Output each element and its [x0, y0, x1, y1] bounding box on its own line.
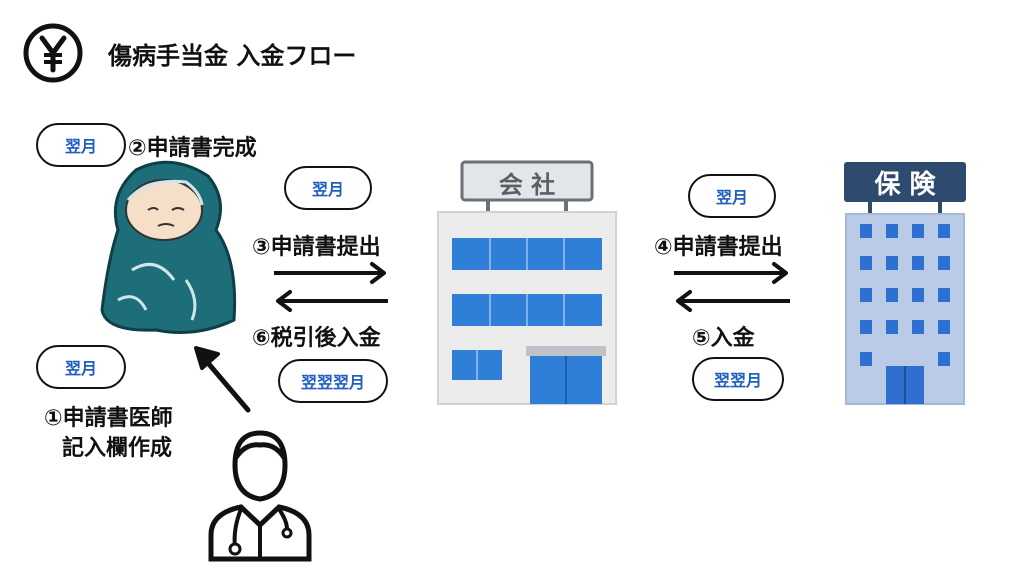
page-title: 傷病手当金 入金フロー: [108, 42, 357, 70]
badge-step3: 翌月: [284, 166, 372, 210]
step5-label: ⑤入金: [692, 326, 755, 351]
company-building: 会 社: [436, 160, 618, 406]
arrow-company-to-patient: [272, 286, 390, 316]
badge-step6: 翌翌翌月: [278, 359, 388, 403]
arrow-patient-to-company: [272, 258, 390, 288]
arrow-insurance-to-company: [672, 286, 792, 316]
insurance-building: 保 険: [840, 160, 970, 406]
badge-step2: 翌月: [36, 123, 126, 167]
badge-step5: 翌翌月: [692, 357, 784, 401]
badge-step4: 翌月: [688, 174, 776, 218]
doctor-icon: [205, 425, 315, 565]
step2-label: ②申請書完成: [128, 136, 257, 161]
step1-label-line2: 記入欄作成: [62, 436, 173, 461]
badge-step1: 翌月: [36, 345, 126, 389]
arrow-doctor-to-patient: [188, 342, 258, 417]
sick-patient-illustration: [96, 160, 246, 335]
insurance-sign-text: 保 険: [874, 170, 936, 200]
step4-label: ④申請書提出: [654, 235, 783, 260]
arrow-company-to-insurance: [672, 258, 792, 288]
step3-label: ③申請書提出: [252, 235, 381, 260]
company-sign-text: 会 社: [498, 171, 556, 199]
yen-icon: [22, 22, 84, 84]
step6-label: ⑥税引後入金: [252, 326, 381, 351]
step1-label-line1: ①申請書医師: [44, 406, 173, 431]
